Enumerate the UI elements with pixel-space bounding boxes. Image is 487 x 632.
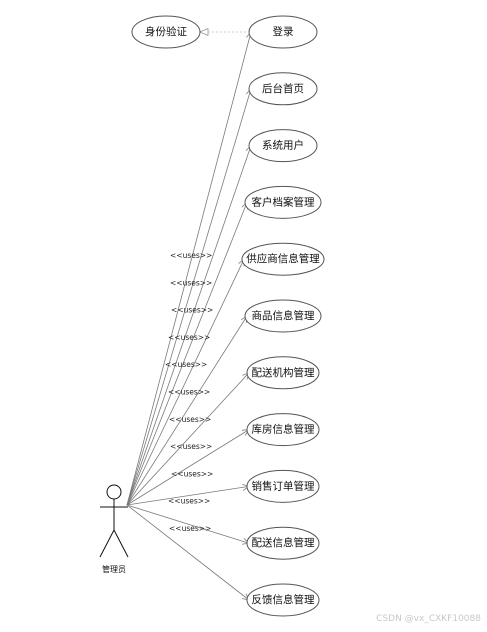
uses-stereotype-label: <<uses>> — [170, 278, 212, 287]
use-case-ellipse — [241, 242, 325, 276]
association-line — [126, 88, 252, 506]
association-line — [126, 504, 250, 544]
use-case-delivery-org: 配送机构管理 — [246, 356, 320, 390]
use-case-warehouse: 库房信息管理 — [246, 413, 320, 447]
auth-use-case: 身份验证 — [131, 15, 248, 49]
association-line — [126, 429, 250, 506]
uses-stereotype-label: <<uses>> — [170, 251, 212, 260]
use-case-ellipse — [246, 469, 320, 503]
uses-stereotype-label: <<uses>> — [168, 333, 210, 342]
uses-stereotype-label: <<uses>> — [169, 415, 211, 424]
uses-stereotype-label: <<uses>> — [168, 497, 210, 506]
use-case-delivery-info: 配送信息管理 — [246, 526, 320, 560]
uses-stereotype-label: <<uses>> — [171, 306, 213, 315]
use-case-product: 商品信息管理 — [244, 299, 322, 333]
use-case-label: 系统用户 — [262, 139, 304, 152]
use-case-label: 供应商信息管理 — [246, 252, 320, 265]
use-case-supplier: 供应商信息管理 — [241, 242, 325, 276]
actor-label: 管理员 — [102, 564, 126, 574]
use-case-ellipse — [246, 356, 320, 390]
use-case-sales-order: 销售订单管理 — [246, 469, 320, 503]
uses-stereotype-label: <<uses>> — [171, 469, 213, 478]
auth-dependency-arrow — [199, 27, 209, 37]
auth-ellipse — [131, 15, 201, 49]
association-line — [126, 31, 252, 506]
use-case-label: 配送信息管理 — [252, 536, 315, 549]
actor: 管理员 — [99, 484, 129, 574]
association-line — [126, 486, 250, 506]
use-case-label: 配送机构管理 — [252, 366, 315, 379]
association-line — [126, 202, 248, 506]
actor-right-leg — [113, 529, 129, 558]
use-case-label: 反馈信息管理 — [252, 593, 315, 606]
use-case-ellipse — [244, 299, 322, 333]
uses-stereotype-label: <<uses>> — [169, 524, 211, 533]
actor-left-leg — [99, 529, 115, 558]
watermark: CSDN @vx_CXKF10088 — [376, 614, 481, 624]
association-line — [126, 315, 248, 506]
use-case-ellipse — [246, 583, 320, 617]
stereotype-labels: <<uses>> <<uses>> <<uses>> <<uses>> <<uses>>… — [165, 251, 213, 533]
use-case-ellipse — [248, 129, 318, 163]
use-cases: 登录后台首页系统用户客户档案管理供应商信息管理商品信息管理配送机构管理库房信息管… — [241, 15, 325, 617]
use-case-label: 客户档案管理 — [252, 195, 315, 208]
uses-stereotype-label: <<uses>> — [170, 442, 212, 451]
use-case-label: 后台首页 — [262, 82, 304, 95]
auth-label: 身份验证 — [145, 25, 187, 38]
association-line — [126, 145, 252, 506]
use-case-ellipse — [248, 15, 318, 49]
uses-stereotype-label: <<uses>> — [168, 388, 210, 397]
use-case-ellipse — [246, 526, 320, 560]
use-case-dashboard: 后台首页 — [248, 72, 318, 106]
association-line — [126, 504, 250, 601]
use-case-label: 登录 — [273, 25, 294, 38]
use-case-login: 登录 — [248, 15, 318, 49]
association-lines — [126, 31, 253, 601]
use-case-system-users: 系统用户 — [248, 129, 318, 163]
use-case-customer-archive: 客户档案管理 — [244, 185, 322, 219]
use-case-ellipse — [246, 413, 320, 447]
use-case-ellipse — [244, 185, 322, 219]
association-line — [126, 372, 250, 506]
association-line — [126, 259, 245, 506]
uses-stereotype-label: <<uses>> — [165, 360, 207, 369]
actor-head — [106, 484, 122, 500]
use-case-feedback: 反馈信息管理 — [246, 583, 320, 617]
use-case-ellipse — [248, 72, 318, 106]
use-case-label: 销售订单管理 — [252, 479, 315, 492]
use-case-label: 商品信息管理 — [252, 309, 315, 322]
use-case-label: 库房信息管理 — [252, 423, 315, 436]
